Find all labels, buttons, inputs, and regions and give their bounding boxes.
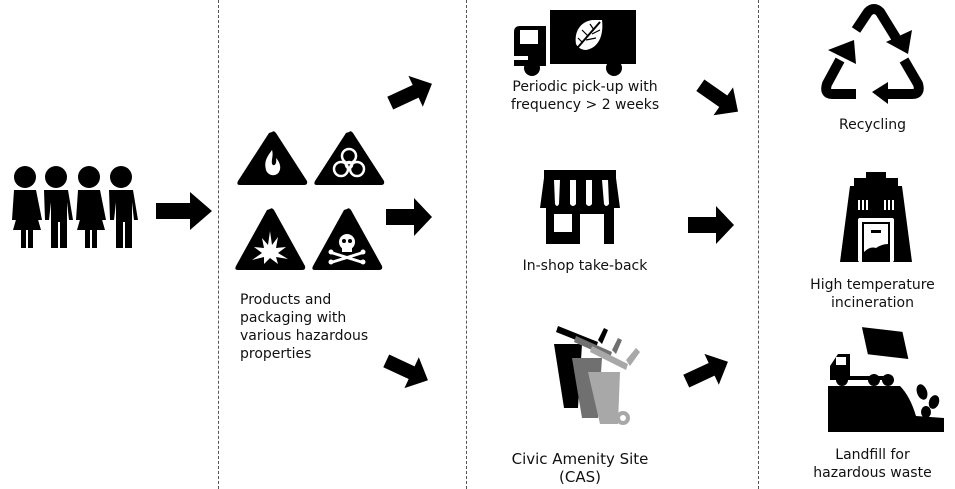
arrow-to-products <box>156 192 212 230</box>
stage-divider-3 <box>758 0 759 489</box>
shop-icon <box>540 170 620 244</box>
products-label-line: Products and <box>240 292 332 308</box>
products-label-line: packaging with <box>240 310 347 326</box>
recycling-label: Recycling <box>790 116 955 134</box>
biohazard-icon <box>314 131 385 185</box>
toxic-hazard-icon <box>312 208 383 270</box>
arrow-to-cas <box>383 354 428 389</box>
shop-label: In-shop take-back <box>490 257 680 275</box>
products-label: Products and packaging with various haza… <box>240 291 440 363</box>
stage-divider-1 <box>218 0 219 489</box>
recycling-icon <box>821 4 924 104</box>
stage-divider-2 <box>466 0 467 489</box>
landfill-label-line: hazardous waste <box>813 465 932 481</box>
arrow-to-landfill <box>683 353 728 388</box>
pickup-label: Periodic pick-up with frequency > 2 week… <box>490 78 680 114</box>
arrow-to-pickup <box>387 75 432 110</box>
arrow-to-recycling <box>696 79 739 116</box>
arrow-to-shop <box>386 198 432 236</box>
people-icon <box>12 166 138 248</box>
shop-label-line: In-shop take-back <box>522 258 648 274</box>
landfill-label-line: Landfill for <box>835 447 910 463</box>
recycling-label-line: Recycling <box>839 117 906 133</box>
cas-label-line: (CAS) <box>559 468 601 486</box>
incineration-label-line: High temperature <box>810 277 935 293</box>
incineration-label: High temperature incineration <box>790 276 955 312</box>
products-label-line: various hazardous <box>240 328 369 344</box>
cas-label: Civic Amenity Site (CAS) <box>480 450 680 486</box>
incineration-label-line: incineration <box>831 295 914 311</box>
flammable-hazard-icon <box>237 131 308 185</box>
pickup-label-line: Periodic pick-up with <box>512 79 658 95</box>
collection-truck-icon <box>514 10 636 76</box>
landfill-truck-icon <box>828 327 944 432</box>
incinerator-icon <box>840 172 912 262</box>
landfill-label: Landfill for hazardous waste <box>790 446 955 482</box>
cas-label-line: Civic Amenity Site <box>511 450 649 468</box>
explosive-hazard-icon <box>235 208 306 270</box>
pickup-label-line: frequency > 2 weeks <box>510 97 660 113</box>
products-label-line: properties <box>240 346 312 362</box>
wheelie-bins-icon <box>554 326 640 425</box>
arrow-to-incineration <box>688 206 734 244</box>
